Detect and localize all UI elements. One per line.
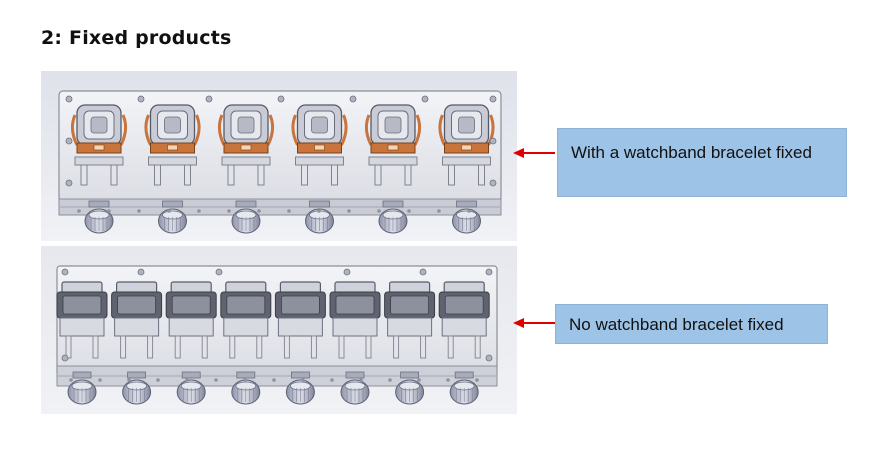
adjust-knob: [305, 200, 334, 234]
adjust-knob: [395, 371, 425, 405]
rail-screw-icon: [475, 378, 479, 382]
rail-screw-icon: [467, 209, 471, 213]
rail-screw-icon: [330, 378, 334, 382]
pointer-arrow-top: [513, 146, 557, 165]
screw-icon: [489, 179, 497, 187]
rail-screw-icon: [257, 209, 261, 213]
screw-icon: [137, 268, 145, 276]
station-without-band: [329, 281, 381, 359]
station-without-band: [438, 281, 490, 359]
screw-icon: [215, 268, 223, 276]
screw-icon: [137, 95, 145, 103]
rail-screw-icon: [214, 378, 218, 382]
rail-screw-icon: [287, 209, 291, 213]
rail-screw-icon: [347, 209, 351, 213]
screw-icon: [489, 137, 497, 145]
fixture-six-station-drawing: [58, 90, 502, 234]
rail-screw-icon: [417, 378, 421, 382]
rail-screw-icon: [446, 378, 450, 382]
screw-icon: [343, 268, 351, 276]
screw-icon: [485, 268, 493, 276]
rail-screw-icon: [407, 209, 411, 213]
fixture-eight-station-drawing: [56, 265, 498, 405]
rail-screw-icon: [127, 378, 131, 382]
rail-screw-icon: [317, 209, 321, 213]
screw-icon: [485, 354, 493, 362]
station-without-band: [220, 281, 272, 359]
fixture-image-without-band: [41, 246, 517, 414]
rail-screw-icon: [301, 378, 305, 382]
rail-screw-icon: [437, 209, 441, 213]
adjust-knob: [340, 371, 370, 405]
rail-screw-icon: [227, 209, 231, 213]
rail-screw-icon: [156, 378, 160, 382]
rail-screw-icon: [107, 209, 111, 213]
adjust-knob: [176, 371, 206, 405]
rail-screw-icon: [359, 378, 363, 382]
station-without-band: [111, 281, 163, 359]
station-with-band: [438, 104, 495, 186]
screw-icon: [61, 268, 69, 276]
station-with-band: [144, 104, 201, 186]
adjust-knob: [231, 200, 261, 234]
station-without-band: [274, 281, 326, 359]
screw-icon: [489, 95, 497, 103]
callout-with-band: With a watchband bracelet fixed: [557, 128, 847, 197]
screw-icon: [277, 95, 285, 103]
rail-screw-icon: [69, 378, 73, 382]
screw-icon: [349, 95, 357, 103]
rail-screw-icon: [185, 378, 189, 382]
screw-icon: [419, 268, 427, 276]
station-without-band: [165, 281, 217, 359]
rail-screw-icon: [137, 209, 141, 213]
rail-screw-icon: [377, 209, 381, 213]
adjust-knob: [122, 371, 152, 405]
screw-icon: [65, 137, 73, 145]
screw-icon: [65, 95, 73, 103]
screw-icon: [205, 95, 213, 103]
adjust-knob: [285, 371, 315, 405]
rail-screw-icon: [197, 209, 201, 213]
station-with-band: [364, 104, 422, 186]
adjust-knob: [158, 200, 187, 234]
fixture-image-with-band: [41, 71, 517, 241]
rail-screw-icon: [98, 378, 102, 382]
callout-no-band: No watchband bracelet fixed: [555, 304, 828, 344]
adjust-knob: [378, 200, 408, 234]
section-title: 2: Fixed products: [41, 27, 232, 49]
station-with-band: [70, 104, 128, 186]
rail-screw-icon: [272, 378, 276, 382]
adjust-knob: [84, 200, 114, 234]
adjust-knob: [452, 200, 481, 234]
rail-screw-icon: [243, 378, 247, 382]
screw-icon: [61, 354, 69, 362]
station-with-band: [217, 104, 275, 186]
adjust-knob: [231, 371, 261, 405]
rail-screw-icon: [77, 209, 81, 213]
adjust-knob: [449, 371, 479, 405]
station-with-band: [291, 104, 348, 186]
screw-icon: [65, 179, 73, 187]
rail-screw-icon: [388, 378, 392, 382]
rail-screw-icon: [167, 209, 171, 213]
pointer-arrow-bottom: [513, 316, 557, 335]
station-without-band: [56, 281, 108, 359]
screw-icon: [421, 95, 429, 103]
station-without-band: [384, 281, 436, 359]
adjust-knob: [67, 371, 97, 405]
